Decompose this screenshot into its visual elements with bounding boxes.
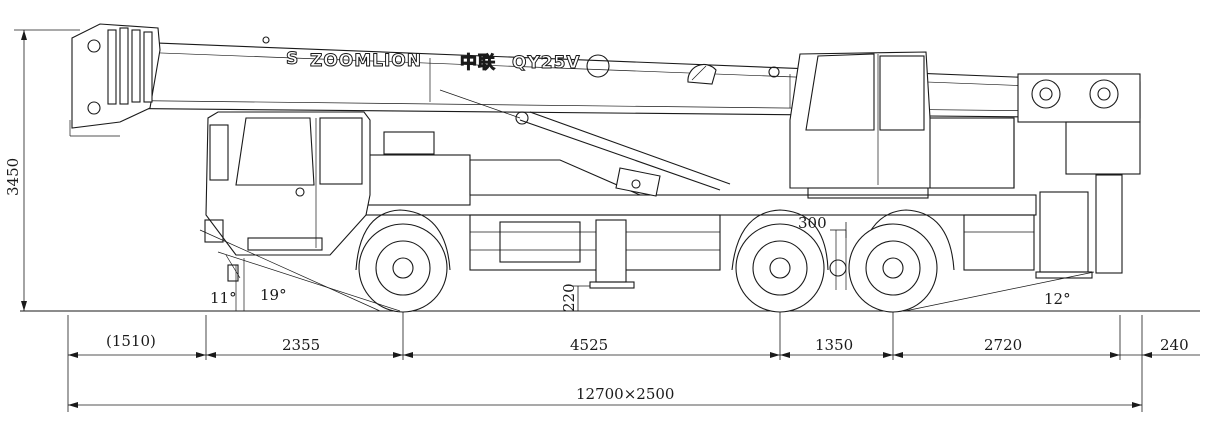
outriggers: [589, 174, 1123, 290]
chassis-frame: [355, 154, 1037, 271]
axle-dimension-chain: [67, 312, 1200, 412]
angle-lines: [199, 229, 1095, 312]
axle-second-to-third-label: 4525: [570, 336, 608, 354]
model-name: QY25V: [512, 53, 581, 73]
driver-cab: [204, 111, 371, 282]
tail-extension-label: 240: [1160, 336, 1189, 354]
overall-length-width-label: 12700×2500: [576, 385, 674, 403]
approach-angle-label: 11°: [210, 289, 237, 307]
height-dimension: [14, 29, 80, 311]
axle-front-to-second-label: 2355: [282, 336, 320, 354]
outrigger-offset-dimension: [830, 222, 847, 238]
axle-third-to-fourth-label: 1350: [815, 336, 853, 354]
overall-height-label: 3450: [4, 158, 22, 196]
boom-logo-icon: S: [286, 49, 299, 69]
wheel-axle-2: [735, 223, 825, 313]
boom-branding: S ZOOMLION 中联 QY25V: [286, 49, 581, 74]
rear-axle-to-tail-label: 2720: [984, 336, 1022, 354]
wheel-axle-1: [358, 223, 448, 313]
brand-name-cn: 中联: [460, 52, 496, 73]
crane-superstructure: [383, 51, 1141, 199]
secondary-angle-label: 19°: [260, 286, 287, 304]
wheels: [358, 223, 938, 313]
wheel-axle-3: [848, 223, 938, 313]
ground-clearance-label: 220: [560, 283, 578, 312]
ground-clearance-dimension: [572, 285, 590, 311]
brand-name: ZOOMLION: [310, 51, 422, 71]
departure-angle-label: 12°: [1044, 290, 1071, 308]
outrigger-offset-label: 300: [798, 214, 827, 232]
front-overhang-label: (1510): [106, 332, 156, 350]
overall-length-dimension: [68, 402, 1142, 408]
